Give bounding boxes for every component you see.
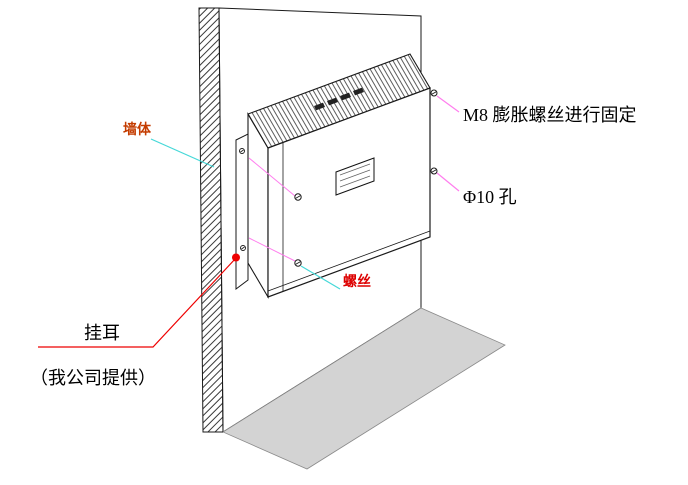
screw-label: 螺丝 (343, 273, 371, 290)
hole-label: Φ10 孔 (463, 187, 517, 207)
wall-section-hatch (198, 7, 224, 433)
bracket-leader-line (38, 257, 237, 348)
m8-leader-line (436, 95, 460, 113)
bracket-leader-dot (232, 253, 240, 262)
terminal-block (340, 92, 351, 101)
bracket-label: 挂耳 (84, 323, 120, 343)
wall-label: 墙体 (123, 121, 152, 138)
wall-leader-line (150, 138, 215, 168)
screw-guide-line-top (248, 157, 296, 197)
m8-screw-bottom-icon (430, 167, 438, 175)
bottom-band-line (267, 230, 431, 292)
terminal-block (353, 87, 364, 96)
mount-bracket (235, 133, 249, 290)
m8-label: M8 膨胀螺丝进行固定 (463, 105, 637, 125)
m8-screw-top-icon (430, 89, 438, 97)
front-screw-top-icon (294, 193, 302, 201)
bracket-note-label: （我公司提供） (30, 368, 156, 388)
screw-leader-line (300, 265, 341, 290)
bracket-screw-bottom-icon (240, 245, 246, 251)
terminal-block (327, 97, 338, 106)
terminal-block (314, 102, 325, 111)
display-label (335, 157, 375, 196)
hole-leader-line (436, 172, 460, 192)
floor (222, 307, 506, 470)
screw-guide-line-bottom (248, 237, 296, 262)
bracket-screw-top-icon (239, 148, 245, 154)
front-screw-bottom-icon (294, 259, 302, 267)
